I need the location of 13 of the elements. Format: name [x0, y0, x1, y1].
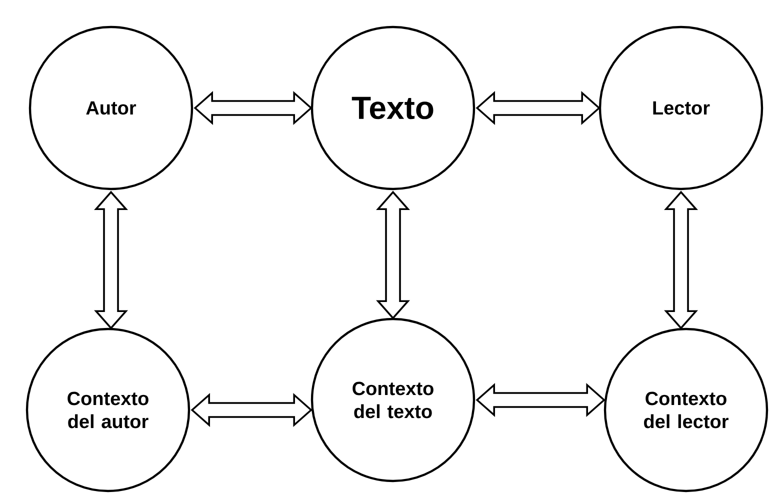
- block-arrow: [376, 190, 410, 320]
- block-arrow: [476, 383, 606, 417]
- block-arrow: [664, 190, 698, 330]
- circle-node: Lector: [598, 26, 764, 190]
- block-arrow: [94, 190, 128, 330]
- circle-node: Contexto del lector: [604, 328, 768, 492]
- block-arrow: [476, 91, 600, 125]
- circle-node: Autor: [28, 26, 194, 190]
- circle-node: Contexto del texto: [310, 318, 476, 482]
- circle-node: Contexto del autor: [26, 328, 190, 492]
- block-arrow: [194, 91, 312, 125]
- block-arrow: [190, 393, 312, 427]
- circle-node: Texto: [310, 26, 476, 190]
